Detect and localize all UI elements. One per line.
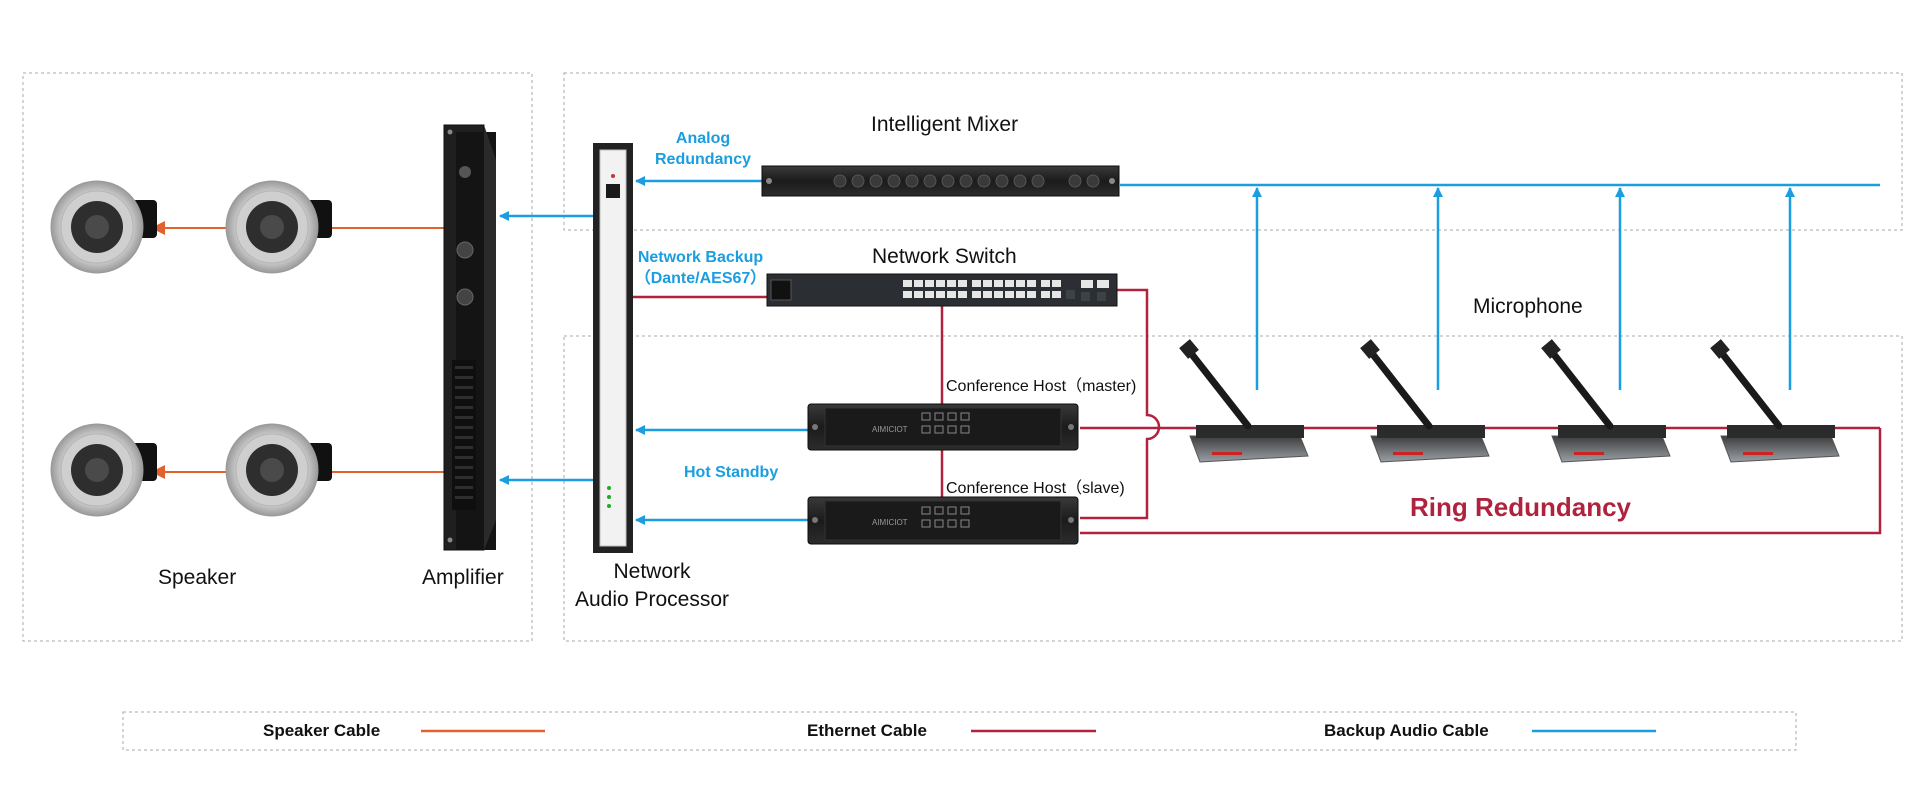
mixer-label: Intelligent Mixer bbox=[871, 113, 1019, 136]
analog-redundancy-line2: Redundancy bbox=[654, 151, 751, 168]
left-frame bbox=[22, 72, 533, 642]
processor-label-line2: Audio Processor bbox=[574, 588, 730, 611]
host-master-brand: AIMICIOT bbox=[872, 425, 908, 434]
host-master-label: Conference Host（master) bbox=[946, 378, 1137, 395]
speaker-4 bbox=[225, 423, 332, 517]
switch-label: Network Switch bbox=[872, 245, 1017, 268]
host-slave-brand: AIMICIOT bbox=[872, 518, 908, 527]
microphone-3 bbox=[1541, 339, 1671, 463]
amplifier-label: Amplifier bbox=[422, 566, 504, 589]
network-backup-label: Network Backup （Dante/AES67） bbox=[633, 247, 768, 289]
legend-ethernet-label: Ethernet Cable bbox=[807, 721, 927, 740]
network-switch-device bbox=[766, 273, 1118, 307]
speaker-1 bbox=[50, 180, 157, 274]
processor-label-line1: Network bbox=[613, 560, 691, 583]
legend-speaker-label: Speaker Cable bbox=[263, 721, 381, 740]
hot-standby-label: Hot Standby bbox=[684, 464, 779, 481]
network-backup-line2: （Dante/AES67） bbox=[634, 270, 767, 287]
microphone-2 bbox=[1360, 339, 1490, 463]
analog-redundancy-label: Analog Redundancy bbox=[648, 128, 758, 170]
legend-backup-label: Backup Audio Cable bbox=[1324, 721, 1489, 740]
microphone-1 bbox=[1179, 339, 1309, 463]
speaker-2 bbox=[225, 180, 332, 274]
microphone-4 bbox=[1710, 339, 1840, 463]
processor-label: Network Audio Processor bbox=[572, 560, 732, 612]
microphone-label: Microphone bbox=[1473, 295, 1583, 318]
conference-host-master-device: AIMICIOT bbox=[807, 403, 1079, 451]
conference-host-slave-device: AIMICIOT bbox=[807, 496, 1079, 545]
top-right-frame bbox=[563, 72, 1903, 231]
amplifier-device bbox=[443, 124, 496, 551]
network-backup-line1: Network Backup bbox=[637, 249, 764, 266]
bottom-right-frame bbox=[563, 335, 1903, 642]
ring-return-cable bbox=[1080, 428, 1882, 535]
speaker-3 bbox=[50, 423, 157, 517]
analog-redundancy-line1: Analog bbox=[675, 130, 731, 147]
intelligent-mixer-device bbox=[761, 165, 1120, 197]
speaker-label: Speaker bbox=[158, 566, 237, 589]
legend-frame bbox=[122, 711, 1797, 751]
ring-redundancy-label: Ring Redundancy bbox=[1410, 492, 1632, 522]
network-audio-processor-device bbox=[593, 143, 633, 553]
host-slave-label: Conference Host（slave) bbox=[946, 480, 1125, 497]
